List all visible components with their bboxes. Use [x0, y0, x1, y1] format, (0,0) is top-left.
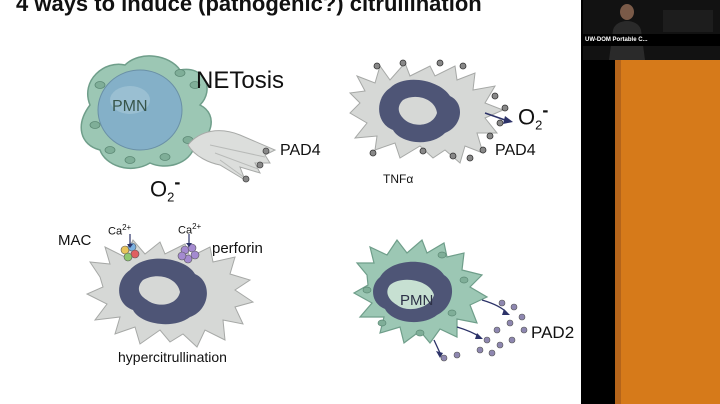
pad2-cell-label: PMN: [400, 292, 434, 309]
presenter-camera-feed: [583, 0, 720, 60]
netosis-superoxide-label: O2-: [150, 172, 180, 205]
perforin-calcium-sup: 2+: [192, 222, 202, 231]
perforin-calcium-base: Ca: [178, 224, 193, 237]
background-orange-edge: [615, 60, 621, 404]
tnf-superoxide-sup: -: [542, 100, 549, 120]
netosis-superoxide-base: O: [150, 176, 168, 202]
hypercitrullination-caption: hypercitrullination: [118, 349, 227, 365]
netosis-cell-label: PMN: [112, 98, 148, 115]
mac-illustration: [85, 234, 255, 348]
netosis-label: NETosis: [196, 67, 285, 94]
pad2-illustration: [352, 238, 528, 362]
background-orange-panel: [615, 60, 720, 404]
perforin-label: perforin: [212, 240, 263, 257]
tnf-superoxide-sub: 2: [535, 117, 543, 133]
netosis-illustration: [80, 55, 277, 183]
perforin-calcium-label: Ca2+: [178, 222, 201, 237]
netosis-enzyme-label: PAD4: [280, 142, 321, 159]
tnf-illustration: [348, 59, 513, 164]
slide-title: 4 ways to induce (pathogenic?) citrullin…: [16, 0, 482, 16]
camera-label: UW-DOM Portable C...: [585, 37, 648, 43]
tnf-enzyme-label: PAD4: [495, 142, 536, 159]
tnf-superoxide-base: O: [518, 104, 536, 130]
slide: 4 ways to induce (pathogenic?) citrullin…: [0, 0, 581, 404]
tnf-superoxide-label: O2-: [518, 100, 548, 133]
pad2-enzyme-label: PAD2: [531, 323, 575, 342]
perforin-complex-icon: [177, 243, 200, 264]
mac-calcium-base: Ca: [108, 225, 123, 238]
netosis-superoxide-sub: 2: [167, 189, 175, 205]
mac-calcium-label: Ca2+: [108, 223, 131, 238]
camera-label-bar: [581, 34, 720, 46]
netosis-superoxide-sup: -: [174, 172, 181, 192]
presenter-silhouette-icon: [583, 0, 720, 60]
tnf-stimulus-label: TNFα: [383, 172, 414, 186]
mac-label: MAC: [58, 232, 92, 249]
mac-calcium-sup: 2+: [122, 223, 132, 232]
